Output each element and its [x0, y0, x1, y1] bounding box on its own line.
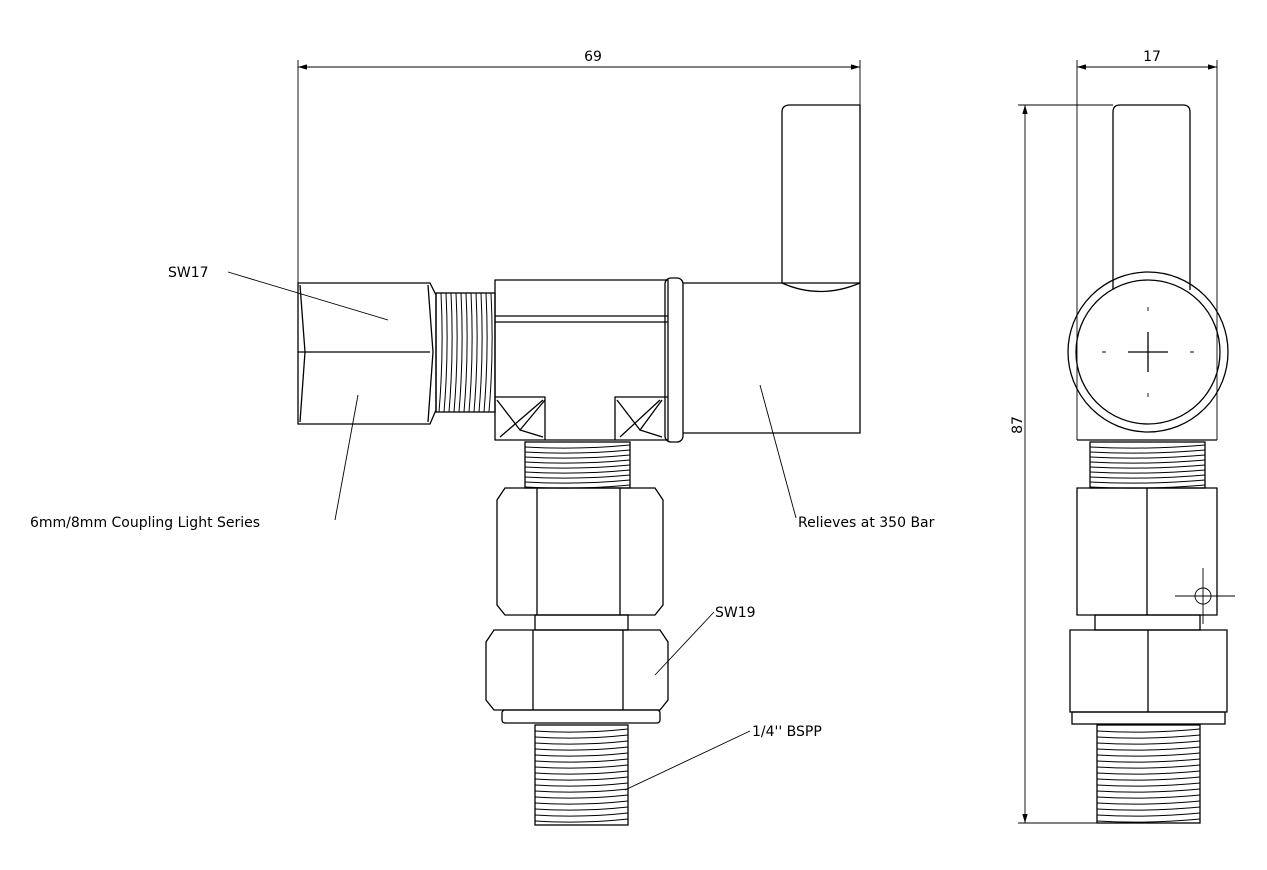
hex-nut-upper [496, 487, 664, 631]
dimension-87: 87 [1010, 104, 1113, 824]
thread-side-port [1096, 724, 1201, 824]
thread-lines [438, 292, 1206, 823]
thread-port [534, 724, 629, 826]
relief-valve-body [683, 104, 861, 434]
side-view: 17 87 [1010, 49, 1235, 824]
dimension-label-side-width: 17 [1143, 49, 1161, 65]
callout-sw19: SW19 [654, 605, 756, 676]
center-mark [1175, 568, 1235, 624]
dimension-label-height: 87 [1010, 416, 1026, 434]
label-coupling: 6mm/8mm Coupling Light Series [30, 515, 260, 531]
callout-relief: Relieves at 350 Bar [759, 384, 935, 531]
callout-bspp: 1/4'' BSPP [624, 724, 822, 791]
label-relief: Relieves at 350 Bar [798, 515, 935, 531]
dimension-69: 69 [297, 49, 861, 283]
label-sw17: SW17 [168, 265, 209, 281]
nut-sw17 [297, 282, 437, 425]
label-sw19: SW19 [715, 605, 756, 621]
nut-sw19 [485, 629, 669, 724]
front-view: 69 [30, 49, 935, 826]
callout-sw17: SW17 [168, 265, 389, 321]
dimension-label-width: 69 [584, 49, 602, 65]
label-bspp: 1/4'' BSPP [752, 724, 822, 740]
tee-body [494, 277, 684, 443]
dimension-17: 17 [1076, 49, 1218, 440]
callout-coupling: 6mm/8mm Coupling Light Series [30, 394, 359, 531]
